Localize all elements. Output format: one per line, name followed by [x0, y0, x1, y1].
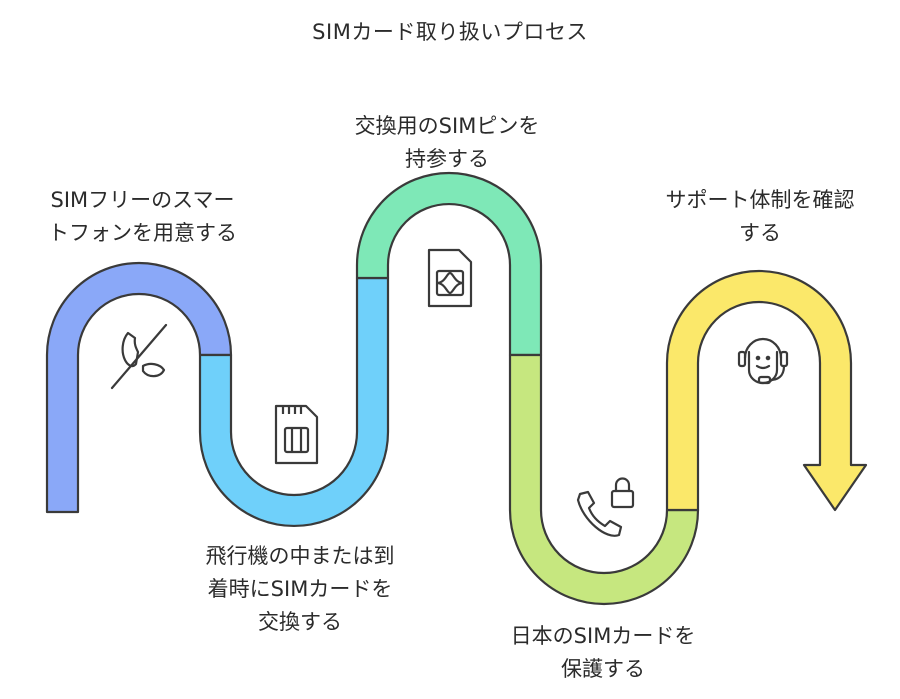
step-3-line-2: 持参する	[405, 147, 489, 171]
step-3-label: 交換用のSIMピンを 持参する	[327, 110, 567, 176]
phone-lock-icon	[576, 477, 635, 537]
path-segment-step-2	[198, 276, 390, 528]
no-phone-icon	[110, 323, 168, 390]
step-4-line-2: 保護する	[561, 657, 645, 681]
diagram-title: SIMカード取り扱いプロセス	[312, 20, 588, 44]
step-2-label: 飛行機の中または到 着時にSIMカードを 交換する	[180, 540, 420, 639]
step-4-line-1: 日本のSIMカードを	[510, 624, 696, 648]
headset-support-icon	[737, 337, 789, 385]
sim-eject-icon	[427, 248, 473, 308]
step-2-line-2: 着時にSIMカードを	[207, 577, 393, 601]
sim-card-icon	[274, 404, 319, 465]
step-4-label: 日本のSIMカードを 保護する	[483, 620, 723, 686]
path-segment-step-3	[355, 171, 543, 357]
step-5-line-1: サポート体制を確認	[665, 188, 855, 212]
step-1-label: SIMフリーのスマー トフォンを用意する	[20, 184, 265, 250]
step-5-line-2: する	[739, 221, 781, 245]
step-5-label: サポート体制を確認 する	[640, 184, 880, 250]
path-segment-step-5	[665, 269, 868, 512]
step-1-line-2: トフォンを用意する	[48, 221, 237, 245]
step-2-line-3: 交換する	[258, 610, 342, 634]
path-segment-step-4	[508, 353, 700, 606]
step-2-line-1: 飛行機の中または到	[205, 544, 395, 568]
path-segment-step-1	[45, 261, 233, 514]
step-3-line-1: 交換用のSIMピンを	[354, 114, 540, 138]
step-1-line-1: SIMフリーのスマー	[50, 188, 235, 212]
